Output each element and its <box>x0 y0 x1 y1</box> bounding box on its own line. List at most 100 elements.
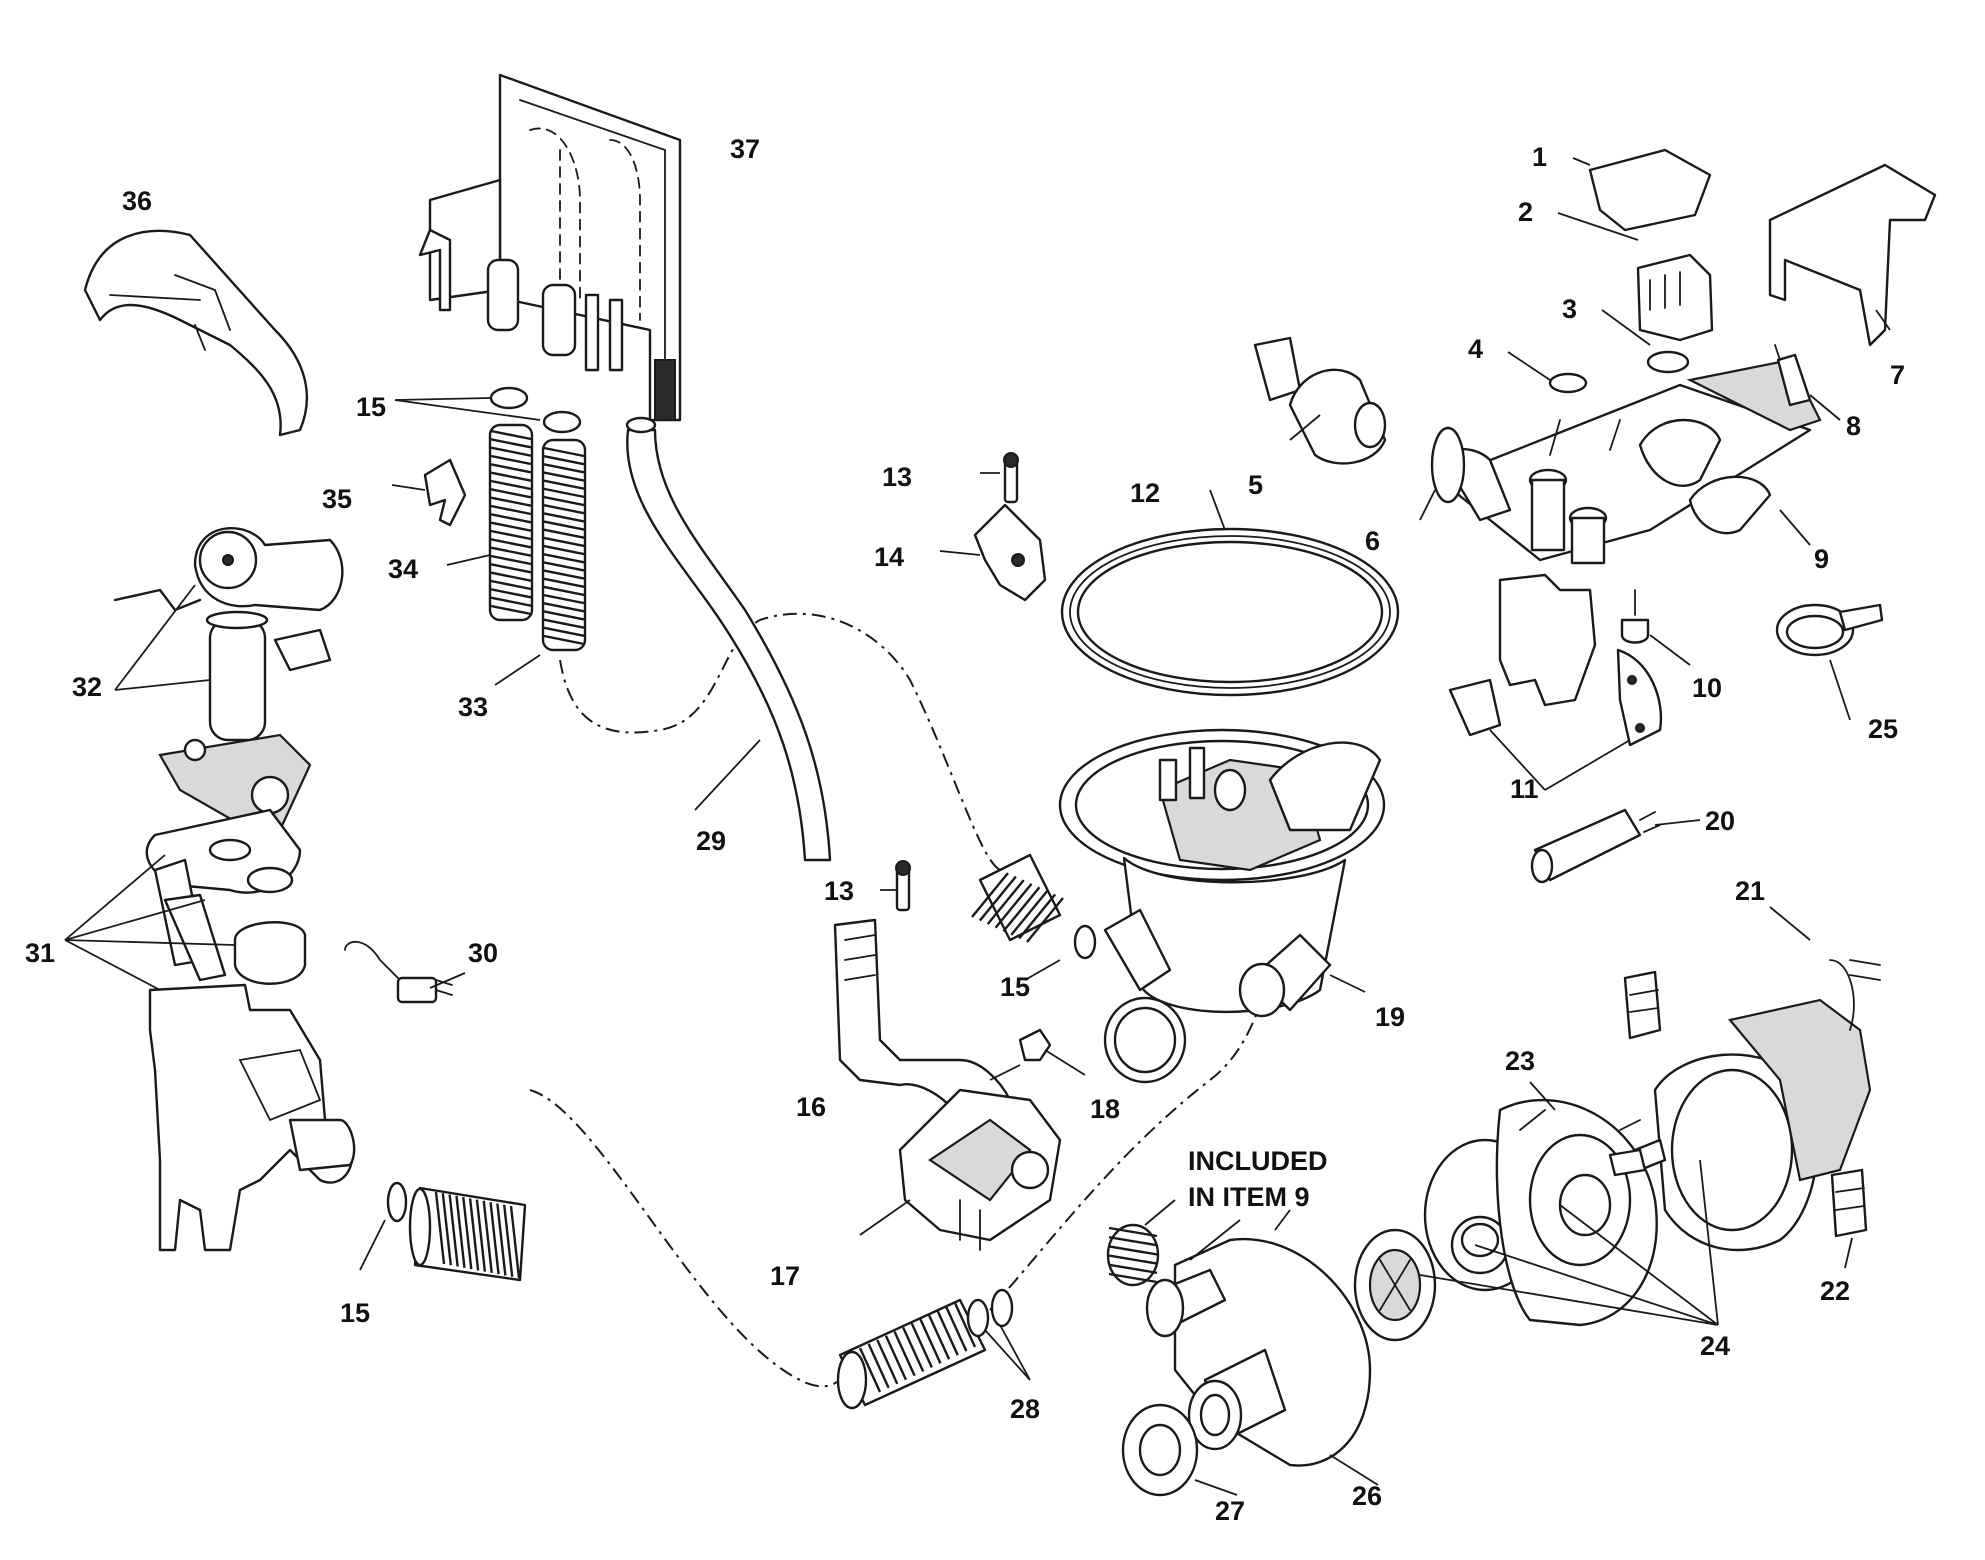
hose-rib <box>971 872 1009 918</box>
hose-rib <box>543 520 585 531</box>
hose-rib <box>490 504 532 516</box>
callout-34: 34 <box>388 554 418 584</box>
callout-16: 16 <box>796 1092 826 1122</box>
part-31-valve-assembly <box>145 733 356 1252</box>
hose-rib <box>543 577 585 588</box>
hose-rib <box>543 634 585 646</box>
leader-lines <box>64 157 1891 1496</box>
hose-rib <box>1108 1272 1158 1284</box>
part-33-hose <box>541 410 587 652</box>
hose-rib <box>936 1310 959 1356</box>
hose-rib <box>543 561 585 572</box>
hose-rib <box>1108 1254 1158 1265</box>
callout-labels: 1 2 3 4 5 6 7 8 9 10 11 12 13 14 15 35 3… <box>25 134 1905 1526</box>
callout-15-center: 15 <box>1000 972 1030 1002</box>
callout-22: 22 <box>1820 1276 1850 1306</box>
hose-rib <box>441 1193 453 1266</box>
hose-rib <box>490 463 532 474</box>
part-15-spring-hose-center <box>971 853 1097 960</box>
callout-2: 2 <box>1518 197 1533 227</box>
part-28-hose-and-rings <box>836 1288 1014 1410</box>
hose-rib <box>1108 1263 1158 1274</box>
part-14-bracket <box>973 503 1047 602</box>
callout-15-lower: 15 <box>340 1298 370 1328</box>
part-29-drain-hose <box>625 416 832 862</box>
callout-4: 4 <box>1468 334 1483 364</box>
hose-rib <box>945 1306 968 1352</box>
part-11-housing <box>1448 573 1663 747</box>
hose-rib <box>502 1204 514 1277</box>
hose-rib <box>986 879 1025 925</box>
hose-rib <box>1010 890 1049 936</box>
hose-rib <box>490 513 532 524</box>
part-7-bracket <box>1768 163 1937 347</box>
hose-rib <box>543 512 585 523</box>
part-22-clip-lower <box>1830 1168 1868 1238</box>
callout-11: 11 <box>1510 774 1539 804</box>
hose-rib <box>475 1199 487 1272</box>
part-15-o-ring-lower-left <box>386 1181 408 1223</box>
hose-rib <box>490 604 532 616</box>
callout-24: 24 <box>1700 1331 1730 1361</box>
callout-26: 26 <box>1352 1481 1382 1511</box>
hose-rib <box>978 875 1017 922</box>
hose-rib <box>490 429 532 441</box>
hose-rib <box>543 495 585 507</box>
callout-31: 31 <box>25 938 55 968</box>
callout-29: 29 <box>696 826 726 856</box>
hose-rib <box>1108 1236 1158 1247</box>
hose-rib <box>867 1343 890 1389</box>
callout-27: 27 <box>1215 1496 1245 1526</box>
part-22-clip-upper <box>1623 970 1662 1040</box>
hose-rib <box>490 446 532 457</box>
hose-rib <box>490 538 532 549</box>
hose-rib <box>543 487 585 499</box>
callout-10: 10 <box>1692 673 1722 703</box>
callout-1: 1 <box>1532 142 1547 172</box>
spring-included-in-item-9 <box>1106 1223 1160 1287</box>
callout-36: 36 <box>122 186 152 216</box>
hose-rib <box>876 1339 899 1385</box>
callout-13-lower: 13 <box>824 876 854 906</box>
hose-rib <box>919 1318 942 1364</box>
part-32-float-assembly <box>113 527 344 742</box>
part-13-screw-upper <box>1003 452 1019 504</box>
callout-3: 3 <box>1562 294 1577 324</box>
part-lower-left-hose-section <box>408 1186 527 1282</box>
callout-25: 25 <box>1868 714 1898 744</box>
hose-rib <box>1026 897 1064 943</box>
hose-rib <box>543 593 585 605</box>
note-line-2: IN ITEM 9 <box>1188 1182 1310 1212</box>
part-19-sump <box>1058 728 1386 1084</box>
hose-rib <box>543 479 585 490</box>
hose-rib <box>543 536 585 548</box>
hose-rib <box>543 471 585 482</box>
callout-15-upper: 15 <box>356 392 386 422</box>
part-36-cover <box>83 229 308 437</box>
hose-rib <box>490 496 532 507</box>
hose-rib <box>455 1195 466 1268</box>
hose-rib <box>543 618 585 629</box>
callout-32: 32 <box>72 672 102 702</box>
part-18-clip <box>1018 1028 1052 1062</box>
part-1-cap <box>1588 148 1712 232</box>
callout-6: 6 <box>1365 526 1380 556</box>
callout-14: 14 <box>874 542 904 572</box>
hose-rib <box>543 463 585 474</box>
hose-rib <box>543 544 585 556</box>
part-3-o-ring <box>1646 350 1690 374</box>
hose-rib <box>543 553 585 564</box>
part-12-gasket <box>1060 527 1400 697</box>
part-27-seal <box>1121 1403 1199 1497</box>
hose-rib <box>490 579 532 591</box>
hose-rib <box>953 1302 977 1348</box>
note-line-1: INCLUDED <box>1188 1146 1328 1176</box>
hose-rib <box>490 521 532 532</box>
hose-rib <box>490 438 532 449</box>
hose-rib <box>910 1322 933 1368</box>
hose-rib <box>994 882 1033 929</box>
callout-28: 28 <box>1010 1394 1040 1424</box>
hose-rib <box>543 585 585 597</box>
callout-23: 23 <box>1505 1046 1535 1076</box>
hose-rib <box>509 1205 521 1279</box>
